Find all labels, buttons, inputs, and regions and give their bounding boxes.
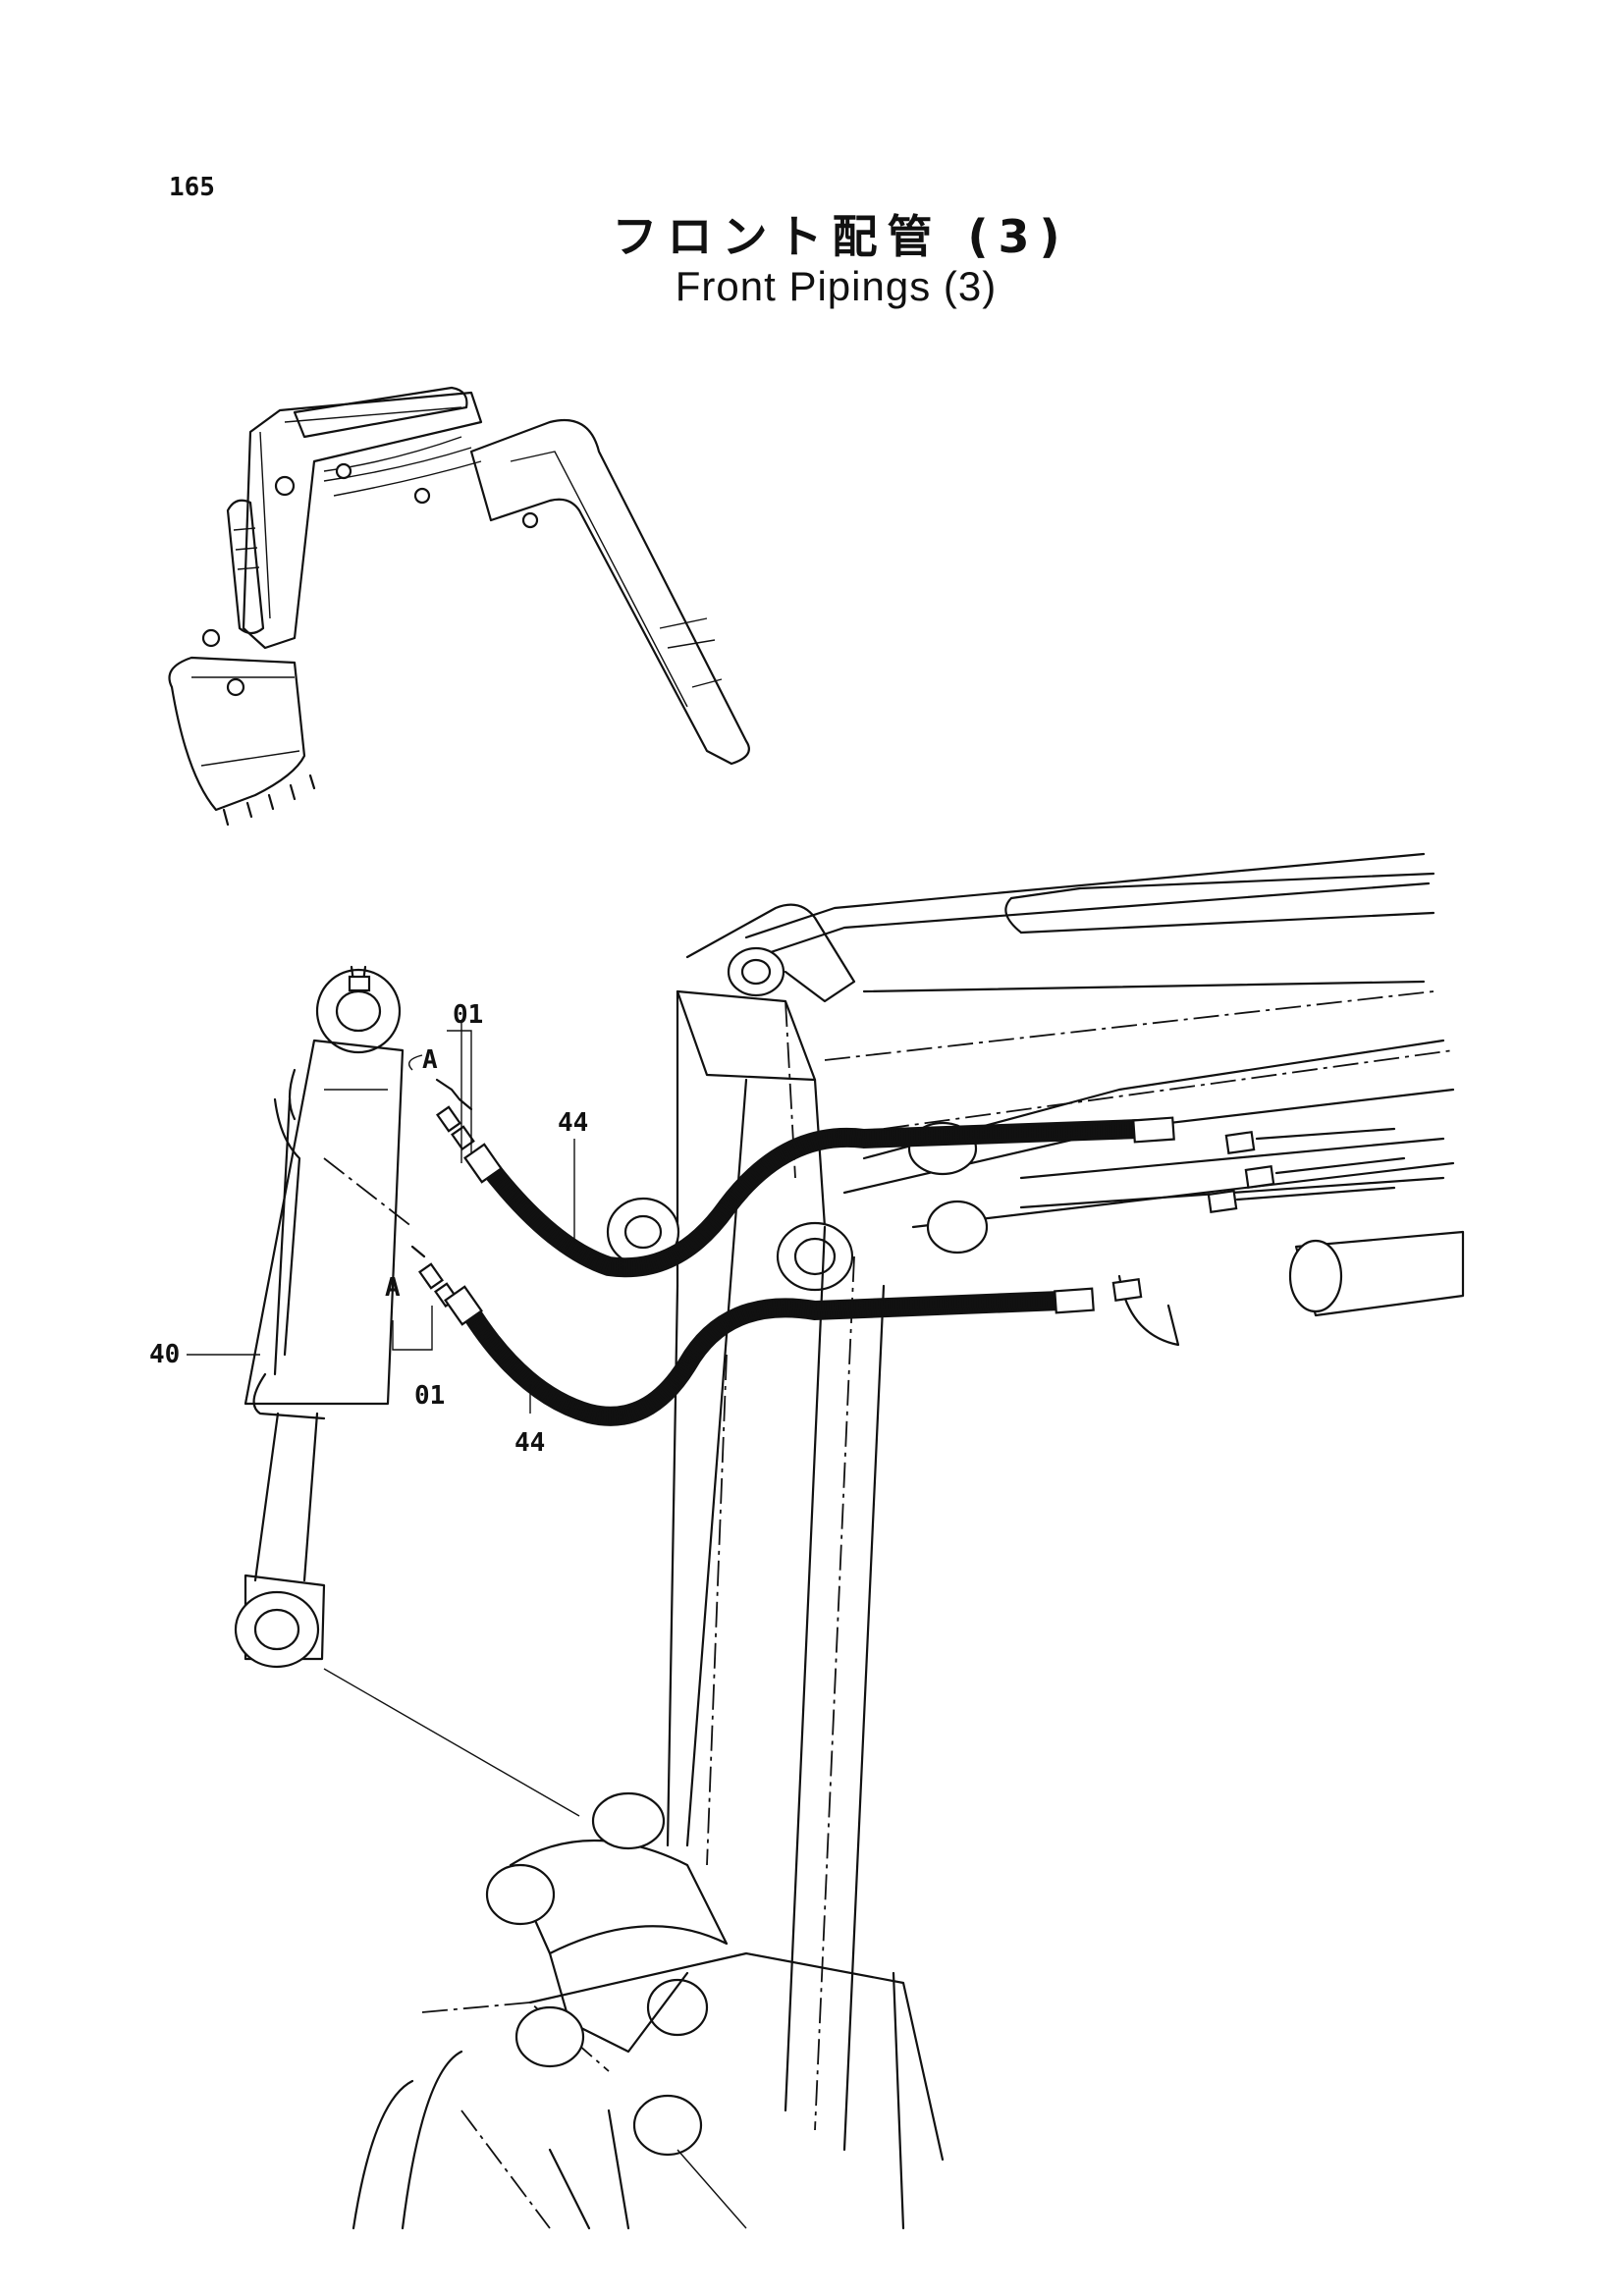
callout-hose-top: 44 (558, 1108, 588, 1138)
fittings-01 (323, 1030, 475, 1351)
callouts: 01 A 44 A 01 44 40 (149, 1000, 588, 1458)
callout-fitting-top: 01 (453, 1000, 483, 1030)
page-number: 165 (169, 173, 215, 202)
hose-44-top (463, 1116, 1175, 1278)
title-japanese: フロント配管 (3) (612, 210, 1070, 263)
hose-44-bottom (444, 1285, 1095, 1426)
callout-view-bottom: A (385, 1273, 401, 1303)
callout-view-top: A (422, 1045, 438, 1075)
title-english: Front Pipings (3) (675, 263, 998, 309)
right-fittings (1111, 1127, 1406, 1302)
overview-front-illustration (168, 386, 750, 827)
cylinder-40 (234, 965, 423, 1669)
boom-structure (323, 852, 1465, 2230)
callout-cylinder: 40 (149, 1340, 180, 1369)
callout-hose-bottom: 44 (514, 1428, 545, 1458)
callout-fitting-bottom: 01 (414, 1381, 445, 1411)
